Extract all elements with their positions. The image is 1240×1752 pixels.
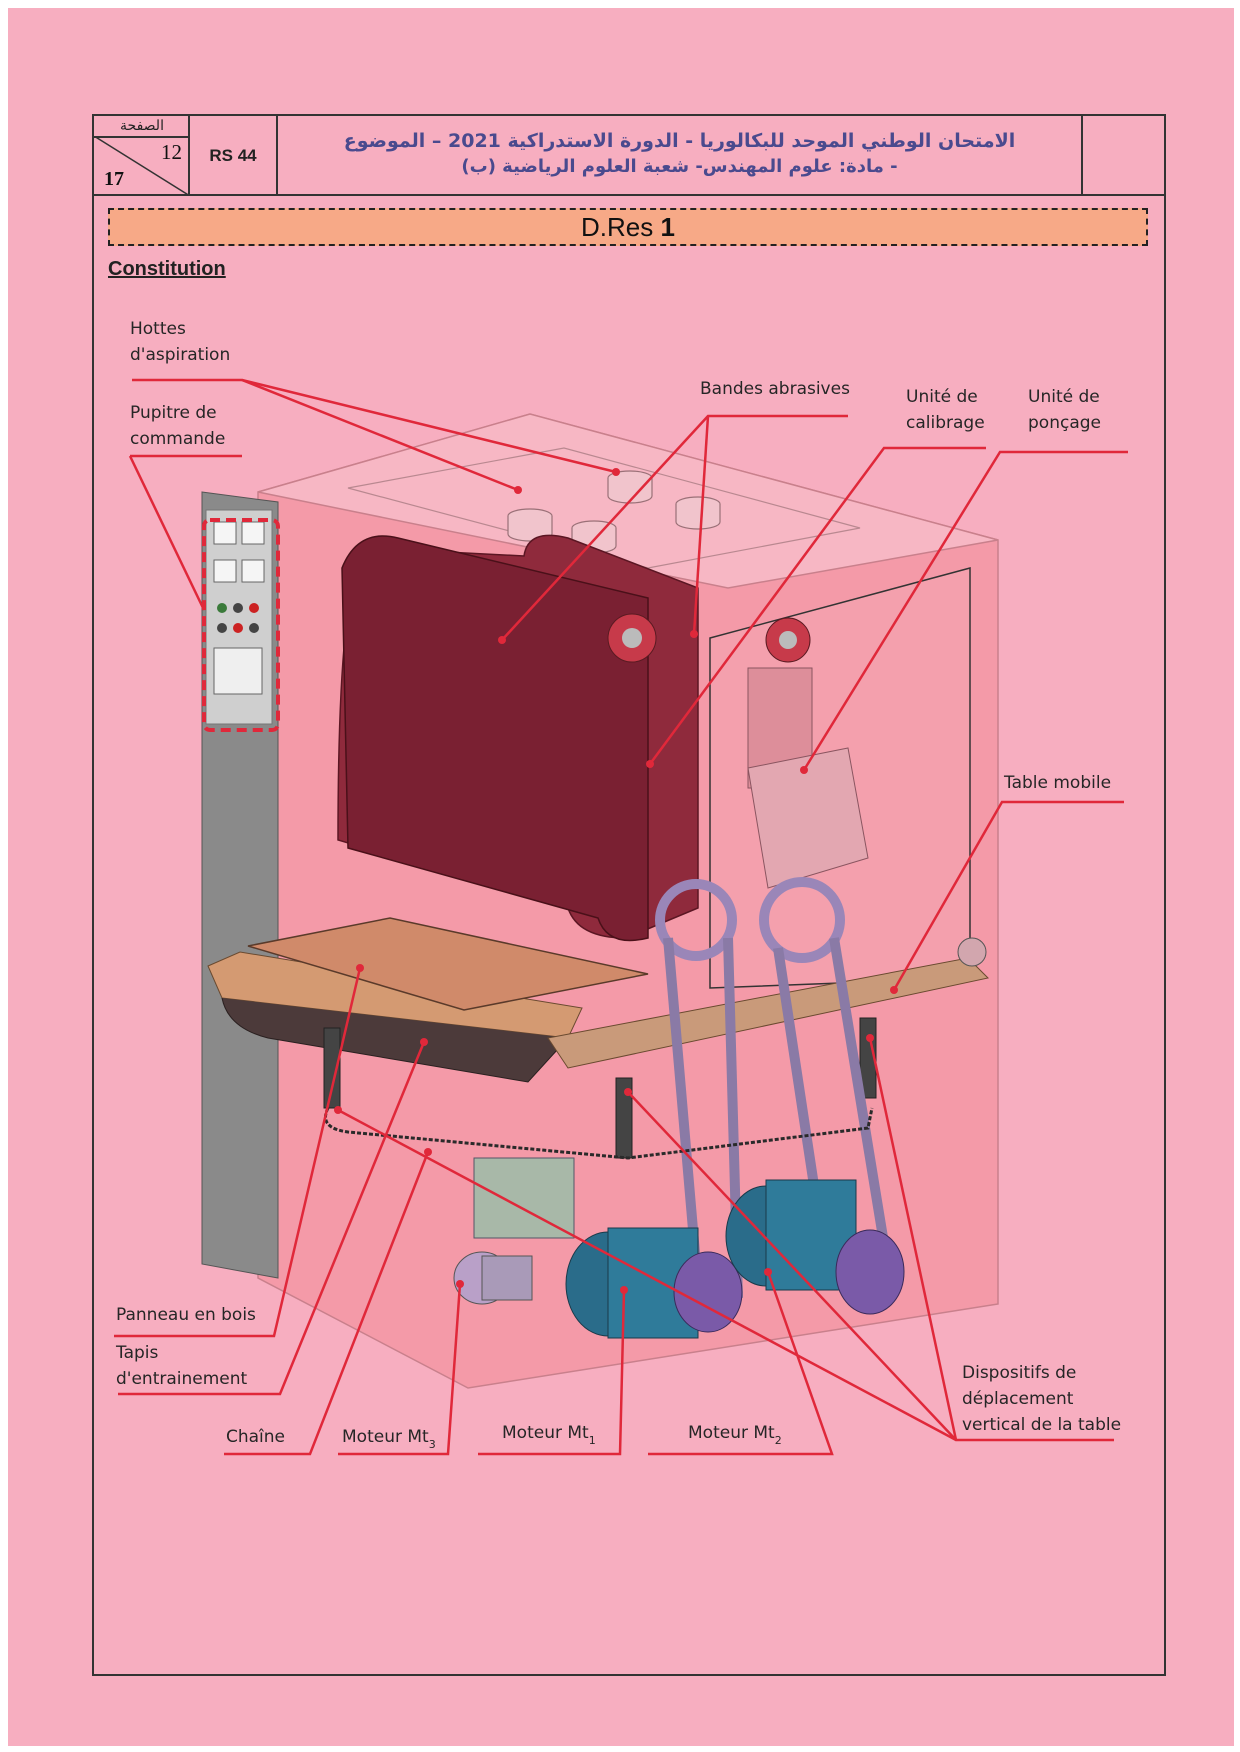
exam-title-line-2: - مادة: علوم المهندس- شعبة العلوم الرياض… xyxy=(461,156,898,177)
label-moteur-mt3: Moteur Mt3 xyxy=(342,1427,436,1451)
header-divider xyxy=(94,194,1164,196)
control-column xyxy=(201,491,280,1279)
leader-mt3 xyxy=(338,1283,462,1456)
label-moteur-mt1: Moteur Mt1 xyxy=(502,1423,596,1447)
label-moteur-mt2-sub: 2 xyxy=(775,1434,782,1447)
label-pupitre-2: commande xyxy=(130,429,225,449)
leader-dispositifs-c xyxy=(337,1108,957,1442)
chain-drawing xyxy=(324,1107,874,1160)
exam-title-line-1: الامتحان الوطني الموحد للبكالوريا - الدو… xyxy=(343,130,1016,152)
label-moteur-mt1-sub: 1 xyxy=(589,1434,596,1447)
leader-dispositifs-b xyxy=(868,1037,958,1441)
document-banner: D.Res 1 xyxy=(108,208,1148,246)
banner-prefix: D.Res xyxy=(581,212,661,242)
leader-chaine xyxy=(224,1151,430,1456)
leader-dots xyxy=(334,468,898,1294)
conveyor-table xyxy=(207,917,990,1083)
label-hottes-1: Hottes xyxy=(130,319,186,339)
label-dispositifs-2: déplacement xyxy=(962,1389,1074,1409)
leader-lines xyxy=(114,378,1128,1456)
motors xyxy=(453,1157,905,1339)
leader-pupitre xyxy=(128,455,206,611)
label-poncage-2: ponçage xyxy=(1028,413,1101,433)
exam-code: RS 44 xyxy=(190,116,278,196)
machine-diagram: Hottes d'aspiration Pupitre de commande … xyxy=(114,319,1128,1456)
page-label: الصفحة xyxy=(94,116,190,138)
diagonal-divider xyxy=(94,136,190,196)
page-total: 17 xyxy=(104,168,124,190)
label-calibrage-1: Unité de xyxy=(906,387,978,407)
callout-labels: Hottes d'aspiration Pupitre de commande … xyxy=(115,319,1121,1451)
exam-sheet: الصفحة 12 17 RS 44 الامتحان الوطني الموح… xyxy=(8,8,1234,1746)
label-tapis-2: d'entrainement xyxy=(116,1369,248,1389)
section-title: Constitution xyxy=(108,258,226,280)
label-chaine: Chaîne xyxy=(226,1427,285,1447)
label-hottes-2: d'aspiration xyxy=(130,345,230,365)
leader-calibrage xyxy=(648,446,986,765)
page-number: 12 xyxy=(161,140,182,164)
label-bandes: Bandes abrasives xyxy=(700,379,850,399)
leader-tapis xyxy=(118,1041,426,1396)
label-moteur-mt2-text: Moteur Mt xyxy=(688,1423,775,1443)
leader-mt2 xyxy=(648,1271,834,1456)
exam-title: الامتحان الوطني الموحد للبكالوريا - الدو… xyxy=(278,116,1083,196)
page-frame: الصفحة 12 17 RS 44 الامتحان الوطني الموح… xyxy=(92,114,1166,1676)
label-table-mobile: Table mobile xyxy=(1003,773,1111,793)
label-pupitre-1: Pupitre de xyxy=(130,403,217,423)
label-panneau: Panneau en bois xyxy=(116,1305,256,1325)
leader-bandes-b xyxy=(692,415,710,635)
leader-table-mobile xyxy=(892,800,1124,991)
label-tapis-1: Tapis xyxy=(115,1343,159,1363)
label-dispositifs-1: Dispositifs de xyxy=(962,1363,1076,1383)
label-calibrage-2: calibrage xyxy=(906,413,985,433)
banner-number: 1 xyxy=(660,212,675,242)
label-dispositifs-3: vertical de la table xyxy=(962,1415,1121,1435)
label-poncage-1: Unité de xyxy=(1028,387,1100,407)
label-moteur-mt3-sub: 3 xyxy=(429,1438,436,1451)
label-moteur-mt2: Moteur Mt2 xyxy=(688,1423,782,1447)
label-moteur-mt1-text: Moteur Mt xyxy=(502,1423,589,1443)
leader-hottes-b xyxy=(241,378,617,474)
leader-mt1 xyxy=(478,1289,626,1456)
page-number-box: الصفحة 12 17 xyxy=(94,116,190,196)
leader-panneau xyxy=(114,967,362,1338)
label-moteur-mt3-text: Moteur Mt xyxy=(342,1427,429,1447)
leader-poncage xyxy=(802,450,1128,771)
